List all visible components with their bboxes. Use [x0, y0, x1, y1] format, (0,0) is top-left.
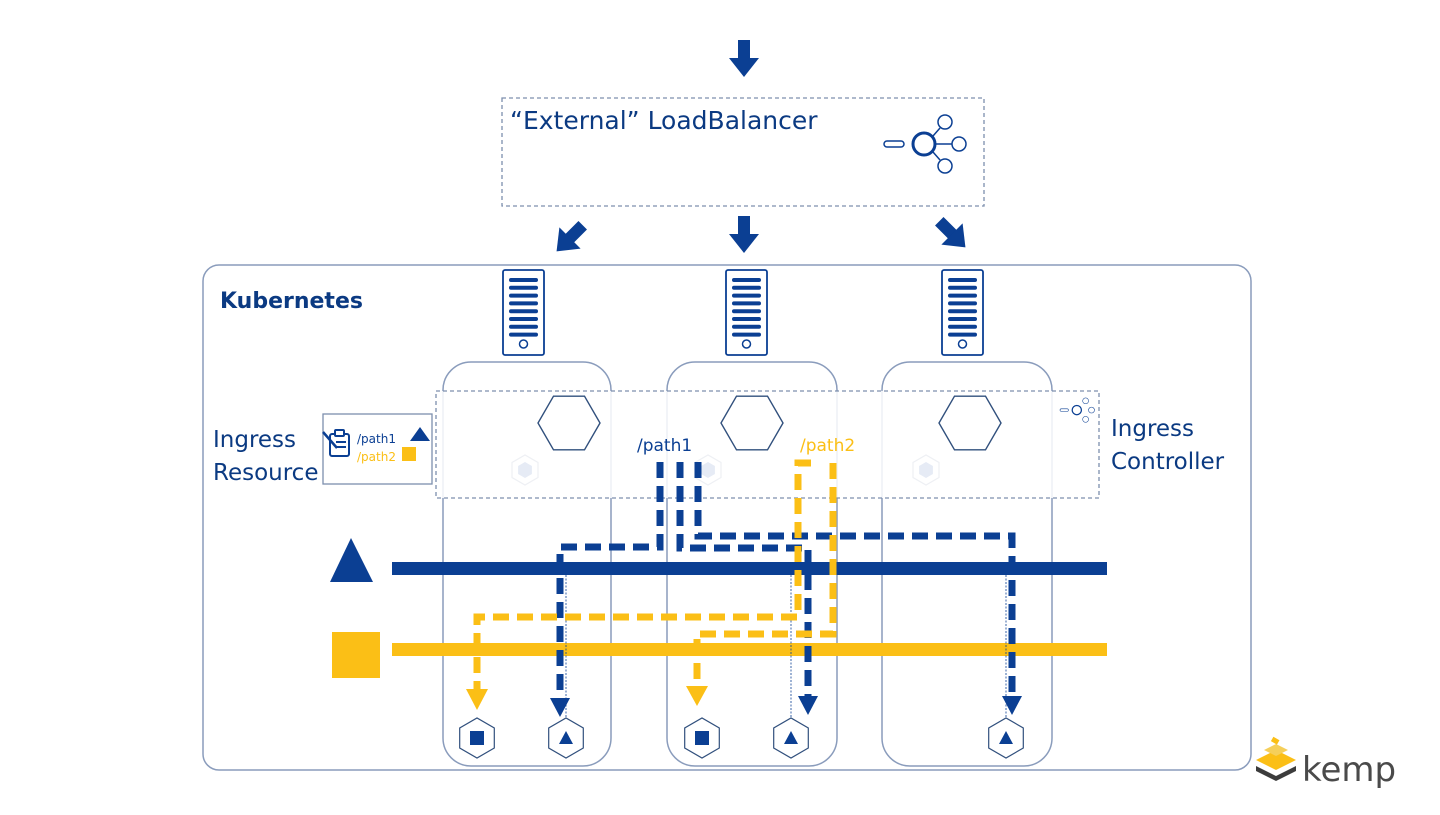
route-path1-to-node3 [694, 462, 1016, 700]
pod-triangle-icon [548, 717, 584, 759]
load-balancer-title: “External” LoadBalancer [510, 106, 818, 135]
triangle-service-icon [330, 538, 373, 582]
rule-square-icon [402, 447, 416, 461]
pod-square-icon [684, 717, 720, 759]
square-service-icon [332, 632, 380, 678]
route-path1-to-node2 [676, 462, 812, 700]
kubernetes-cluster [202, 264, 1252, 771]
server-icon [725, 269, 768, 356]
route-arrowheads [466, 686, 1022, 717]
kemp-logo: kemp [1256, 736, 1396, 790]
ingress-resource-label-2: Resource [213, 460, 318, 486]
pod-square-icon [459, 717, 495, 759]
route-label-path1: /path1 [637, 436, 692, 456]
pod-triangle-icon [773, 717, 809, 759]
ingress-controller-label-1: Ingress [1111, 416, 1194, 442]
lb-arrow-left [556, 221, 587, 252]
load-balancer-icon [883, 114, 967, 174]
route-label-path2: /path2 [800, 436, 855, 456]
external-load-balancer: “External” LoadBalancer [501, 97, 985, 207]
pod-triangle-icon [988, 717, 1024, 759]
kubernetes-title: Kubernetes [220, 289, 363, 314]
lb-arrow-center [729, 216, 759, 253]
route-path2-to-node2 [693, 463, 837, 686]
route-path1-to-node1 [556, 462, 664, 700]
ingress-controller-label-2: Controller [1111, 449, 1225, 475]
rule-path1: /path1 [357, 432, 396, 446]
ingress-controller-pod-hex [537, 395, 601, 451]
kemp-logo-text: kemp [1302, 750, 1396, 790]
incoming-traffic-arrow [729, 40, 759, 77]
clipboard-edit-icon [322, 429, 350, 457]
square-service-line [392, 643, 1107, 656]
ingress-controller-pod-hex [938, 395, 1002, 451]
kemp-logo-icon [1256, 736, 1296, 781]
lb-arrow-right [935, 217, 966, 248]
server-icon [502, 269, 545, 356]
faint-hex-icon [912, 454, 940, 486]
rule-triangle-icon [410, 427, 430, 441]
ingress-controller-lb-icon [1059, 397, 1095, 423]
service-endpoint-lines [565, 575, 1007, 718]
ingress-resource-label-1: Ingress [213, 427, 296, 453]
rule-path2: /path2 [357, 450, 396, 464]
server-icon [941, 269, 984, 356]
ingress-controller-pod-hex [720, 395, 784, 451]
triangle-service-line [392, 562, 1107, 575]
route-path2-to-node1 [473, 459, 811, 690]
faint-hex-icon [511, 454, 539, 486]
